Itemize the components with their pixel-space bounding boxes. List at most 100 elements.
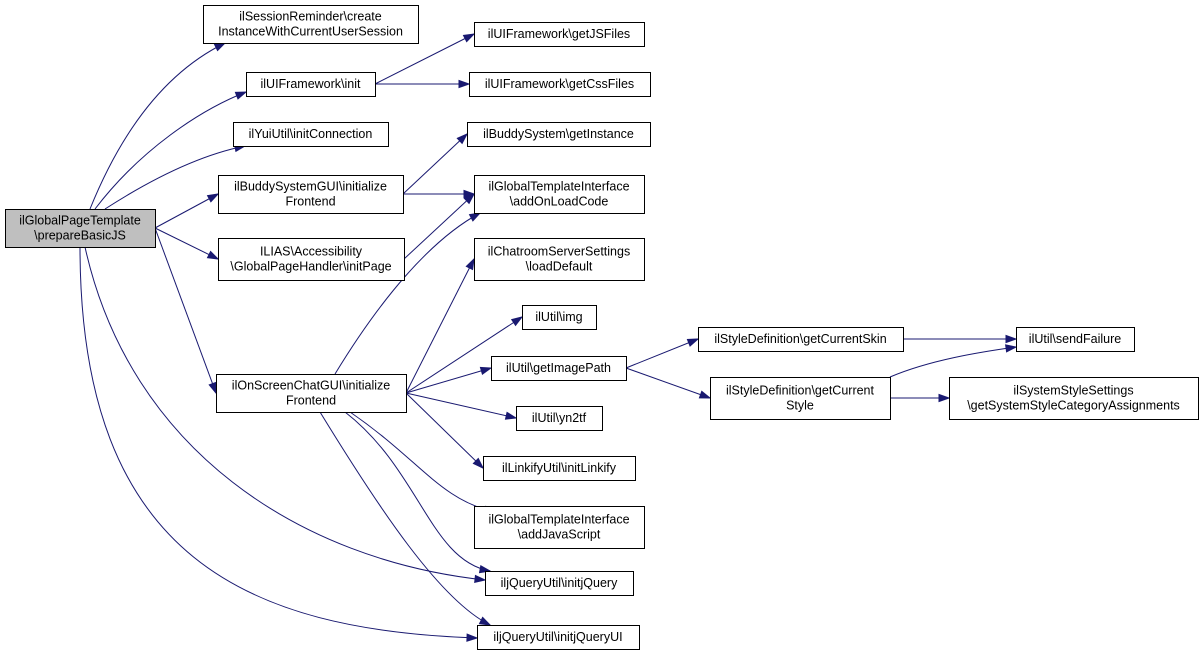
node-get-js[interactable]: ilUIFramework\getJSFiles [474, 22, 645, 47]
nodes-layer: ilGlobalPageTemplate\prepareBasicJS ilSes… [5, 5, 1199, 650]
node-box [1016, 327, 1135, 352]
edge-line [889, 346, 1017, 378]
node-box [467, 122, 651, 147]
edge-line [405, 316, 523, 394]
node-buddy-inst[interactable]: ilBuddySystem\getInstance [467, 122, 651, 147]
node-img-path[interactable]: ilUtil\getImagePath [491, 356, 627, 381]
edge-ui-init-to-get-js [374, 33, 476, 85]
edge-line [405, 392, 517, 419]
node-access[interactable]: ILIAS\Accessibility\GlobalPageHandler\in… [218, 238, 405, 281]
node-get-css[interactable]: ilUIFramework\getCssFiles [469, 72, 651, 97]
node-box [516, 406, 603, 431]
edge-line [344, 411, 491, 572]
edges-layer [79, 33, 1018, 642]
node-label: ilBuddySystemGUI\initialize [234, 180, 387, 194]
edge-root-to-sess-rem [89, 42, 227, 210]
edge-line [405, 392, 484, 469]
node-label: Frontend [286, 394, 336, 408]
node-label: \getSystemStyleCategoryAssignments [967, 399, 1180, 413]
edge-line [154, 227, 217, 394]
edge-arrowhead [938, 393, 951, 403]
node-label: \loadDefault [526, 260, 593, 274]
edge-root-to-buddy-gui [154, 193, 220, 229]
edge-buddy-gui-to-add-on-load [403, 189, 476, 199]
edge-cur-style-to-sys-style [890, 393, 951, 403]
edge-osc-to-yn2tf [405, 392, 518, 420]
edge-line [349, 411, 496, 513]
edge-arrowhead [213, 42, 227, 52]
node-label: ilLinkifyUtil\initLinkify [502, 461, 617, 475]
node-label: ilUIFramework\init [260, 77, 361, 91]
edge-osc-to-jq [344, 411, 492, 574]
edge-ui-init-to-get-css [375, 79, 471, 89]
node-label: \GlobalPageHandler\initPage [230, 260, 391, 274]
node-img[interactable]: ilUtil\img [522, 305, 597, 330]
edge-arrowhead [698, 390, 712, 399]
node-label: ILIAS\Accessibility [260, 245, 363, 259]
node-jq[interactable]: iljQueryUtil\initjQuery [485, 571, 634, 596]
node-box [698, 327, 904, 352]
node-label: ilUIFramework\getJSFiles [488, 27, 630, 41]
edge-access-to-add-on-load [403, 192, 476, 260]
node-label: ilUtil\yn2tf [532, 411, 587, 425]
edge-line [625, 338, 699, 369]
node-jqui[interactable]: iljQueryUtil\initjQueryUI [477, 625, 640, 650]
node-add-on-load[interactable]: ilGlobalTemplateInterface\addOnLoadCode [474, 175, 645, 214]
node-box [474, 22, 645, 47]
edge-arrowhead [466, 633, 479, 642]
node-label: ilYuiUtil\initConnection [249, 127, 373, 141]
node-label: ilGlobalTemplateInterface [488, 513, 629, 527]
node-yui[interactable]: ilYuiUtil\initConnection [233, 122, 389, 147]
node-box [522, 305, 597, 330]
node-label: \addOnLoadCode [510, 195, 609, 209]
edge-root-to-jq [84, 246, 487, 584]
edge-line [94, 91, 247, 210]
edge-line [84, 246, 486, 581]
edge-arrowhead [463, 192, 476, 205]
edge-arrowhead [479, 366, 493, 375]
node-box [949, 377, 1199, 420]
node-yn2tf[interactable]: ilUtil\yn2tf [516, 406, 603, 431]
node-add-js[interactable]: ilGlobalTemplateInterface\addJavaScript [474, 506, 645, 549]
edge-arrowhead [504, 411, 518, 420]
node-ui-init[interactable]: ilUIFramework\init [246, 72, 376, 97]
node-label: ilSystemStyleSettings [1013, 384, 1133, 398]
edge-arrowhead [458, 79, 471, 89]
node-sys-style[interactable]: ilSystemStyleSettings\getSystemStyleCate… [949, 377, 1199, 420]
node-box [469, 72, 651, 97]
edge-osc-to-img [405, 316, 524, 394]
edge-osc-to-chat-srv [405, 257, 475, 394]
node-label: ilOnScreenChatGUI\initialize [232, 379, 390, 393]
node-box [246, 72, 376, 97]
node-cur-skin[interactable]: ilStyleDefinition\getCurrentSkin [698, 327, 904, 352]
node-label: \addJavaScript [518, 528, 601, 542]
edge-arrowhead [206, 193, 220, 203]
node-send-fail[interactable]: ilUtil\sendFailure [1016, 327, 1135, 352]
node-linkify[interactable]: ilLinkifyUtil\initLinkify [483, 456, 636, 481]
edge-osc-to-img-path [405, 366, 493, 394]
node-label: \prepareBasicJS [34, 229, 126, 243]
edge-line [402, 133, 468, 195]
edge-line [405, 367, 492, 394]
edge-root-to-access [154, 227, 220, 260]
node-label: ilSessionReminder\create [239, 10, 381, 24]
edge-arrowhead [206, 250, 220, 260]
node-label: ilBuddySystem\getInstance [483, 127, 634, 141]
node-sess-rem[interactable]: ilSessionReminder\createInstanceWithCurr… [203, 5, 419, 44]
edge-arrowhead [686, 338, 700, 347]
edge-arrowhead [465, 257, 475, 271]
node-box [233, 122, 389, 147]
edge-arrowhead [456, 132, 469, 145]
node-label: ilGlobalPageTemplate [19, 214, 141, 228]
node-box [474, 238, 645, 281]
node-root[interactable]: ilGlobalPageTemplate\prepareBasicJS [5, 209, 156, 248]
edge-line [154, 193, 219, 229]
node-box [491, 356, 627, 381]
edge-line [334, 212, 481, 375]
edge-root-to-osc [154, 227, 217, 395]
node-chat-srv[interactable]: ilChatroomServerSettings\loadDefault [474, 238, 645, 281]
